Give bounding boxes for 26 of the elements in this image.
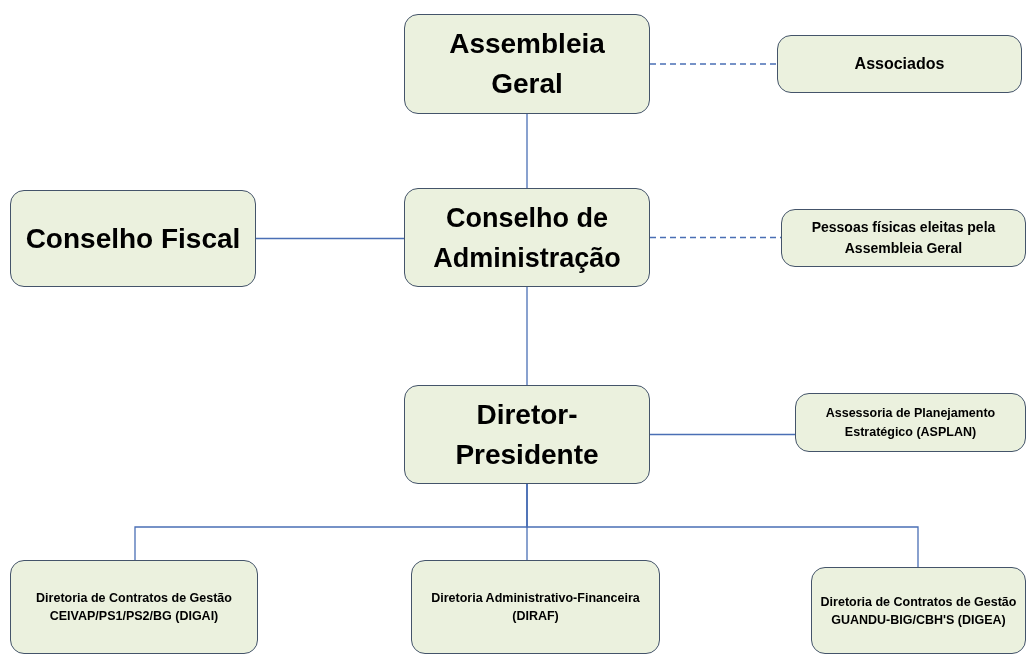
box-label: Conselho Fiscal [25, 221, 241, 256]
connector-line [526, 483, 919, 568]
org-box [404, 14, 650, 114]
connector-line [526, 113, 528, 189]
org-box [10, 190, 256, 287]
org-box [404, 188, 650, 287]
org-box [795, 393, 1026, 452]
connector-line [255, 237, 405, 240]
box-label: Assembleia Geral [448, 27, 606, 101]
connector-line [526, 286, 528, 386]
connector-line [649, 433, 796, 436]
box-label: Diretoria de Contratos de Gestão GUANDU-BIG/CBH'S (DIGEA) [820, 593, 1017, 629]
org-box [10, 560, 258, 654]
box-label: Conselho de Administração [432, 201, 622, 275]
box-label: Assessoria de Planejamento Estratégico (ASPLAN) [824, 404, 997, 441]
org-box [411, 560, 660, 654]
box-label: Associados [854, 54, 945, 74]
org-box [404, 385, 650, 484]
org-box [811, 567, 1026, 654]
box-label: Diretoria Administrativo-Financeira (DIRAF) [430, 590, 641, 625]
box-label: Pessoas físicas eleitas pela Assembleia Geral [810, 218, 997, 258]
org-box [781, 209, 1026, 267]
box-label: Diretoria de Contratos de Gestão CEIVAP/PS1/PS2/BG (DIGAI) [35, 590, 233, 625]
connector-line [649, 63, 778, 65]
box-label: Diretor-Presidente [454, 397, 600, 472]
org-box [777, 35, 1022, 93]
